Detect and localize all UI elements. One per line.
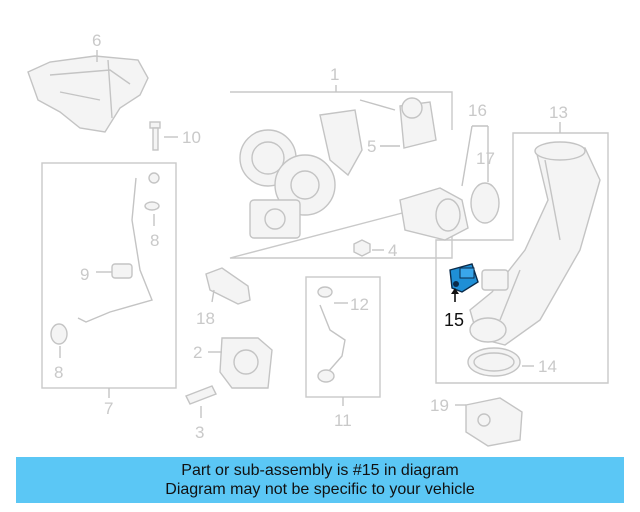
callout-15: 15 <box>444 310 464 330</box>
callout-17: 17 <box>476 149 495 168</box>
heat-shield-part <box>27 50 149 133</box>
oil-line-part <box>50 172 160 398</box>
callout-3: 3 <box>195 423 204 442</box>
callout-12: 12 <box>350 295 369 314</box>
stud-part <box>185 385 217 418</box>
gasket-part <box>208 337 273 389</box>
callout-19: 19 <box>430 396 449 415</box>
parts-diagram: 6 10 1 5 4 16 17 <box>27 31 609 447</box>
callout-13: 13 <box>549 103 568 122</box>
bracket-part <box>455 397 523 447</box>
callout-8-lower: 8 <box>54 363 63 382</box>
banner-line-1: Part or sub-assembly is #15 in diagram <box>181 462 459 479</box>
sensor-18-part <box>205 267 251 305</box>
adapter-part <box>399 125 500 241</box>
group-box-13 <box>435 132 609 384</box>
o-ring-part <box>467 347 521 377</box>
callout-9: 9 <box>80 265 89 284</box>
callout-8-upper: 8 <box>150 231 159 250</box>
callout-6: 6 <box>92 31 101 50</box>
callout-16: 16 <box>468 101 487 120</box>
callout-1: 1 <box>330 65 339 84</box>
info-banner: Part or sub-assembly is #15 in diagram D… <box>16 457 624 503</box>
callout-18: 18 <box>196 309 215 328</box>
callout-7: 7 <box>104 399 113 418</box>
bolt-part <box>149 121 178 151</box>
oil-return-pipe-part <box>317 286 348 406</box>
callout-10: 10 <box>182 128 201 147</box>
banner-line-2: Diagram may not be specific to your vehi… <box>165 481 475 498</box>
nut-part <box>353 239 371 257</box>
boost-sensor-part-highlighted[interactable] <box>449 263 479 302</box>
turbocharger-part <box>239 97 437 239</box>
callout-14: 14 <box>538 357 557 376</box>
group-box-7 <box>41 162 177 389</box>
intake-pipe-part <box>469 122 601 346</box>
callout-11: 11 <box>334 411 352 430</box>
callout-5: 5 <box>367 137 376 156</box>
callout-2: 2 <box>193 343 202 362</box>
callout-4: 4 <box>388 241 397 260</box>
